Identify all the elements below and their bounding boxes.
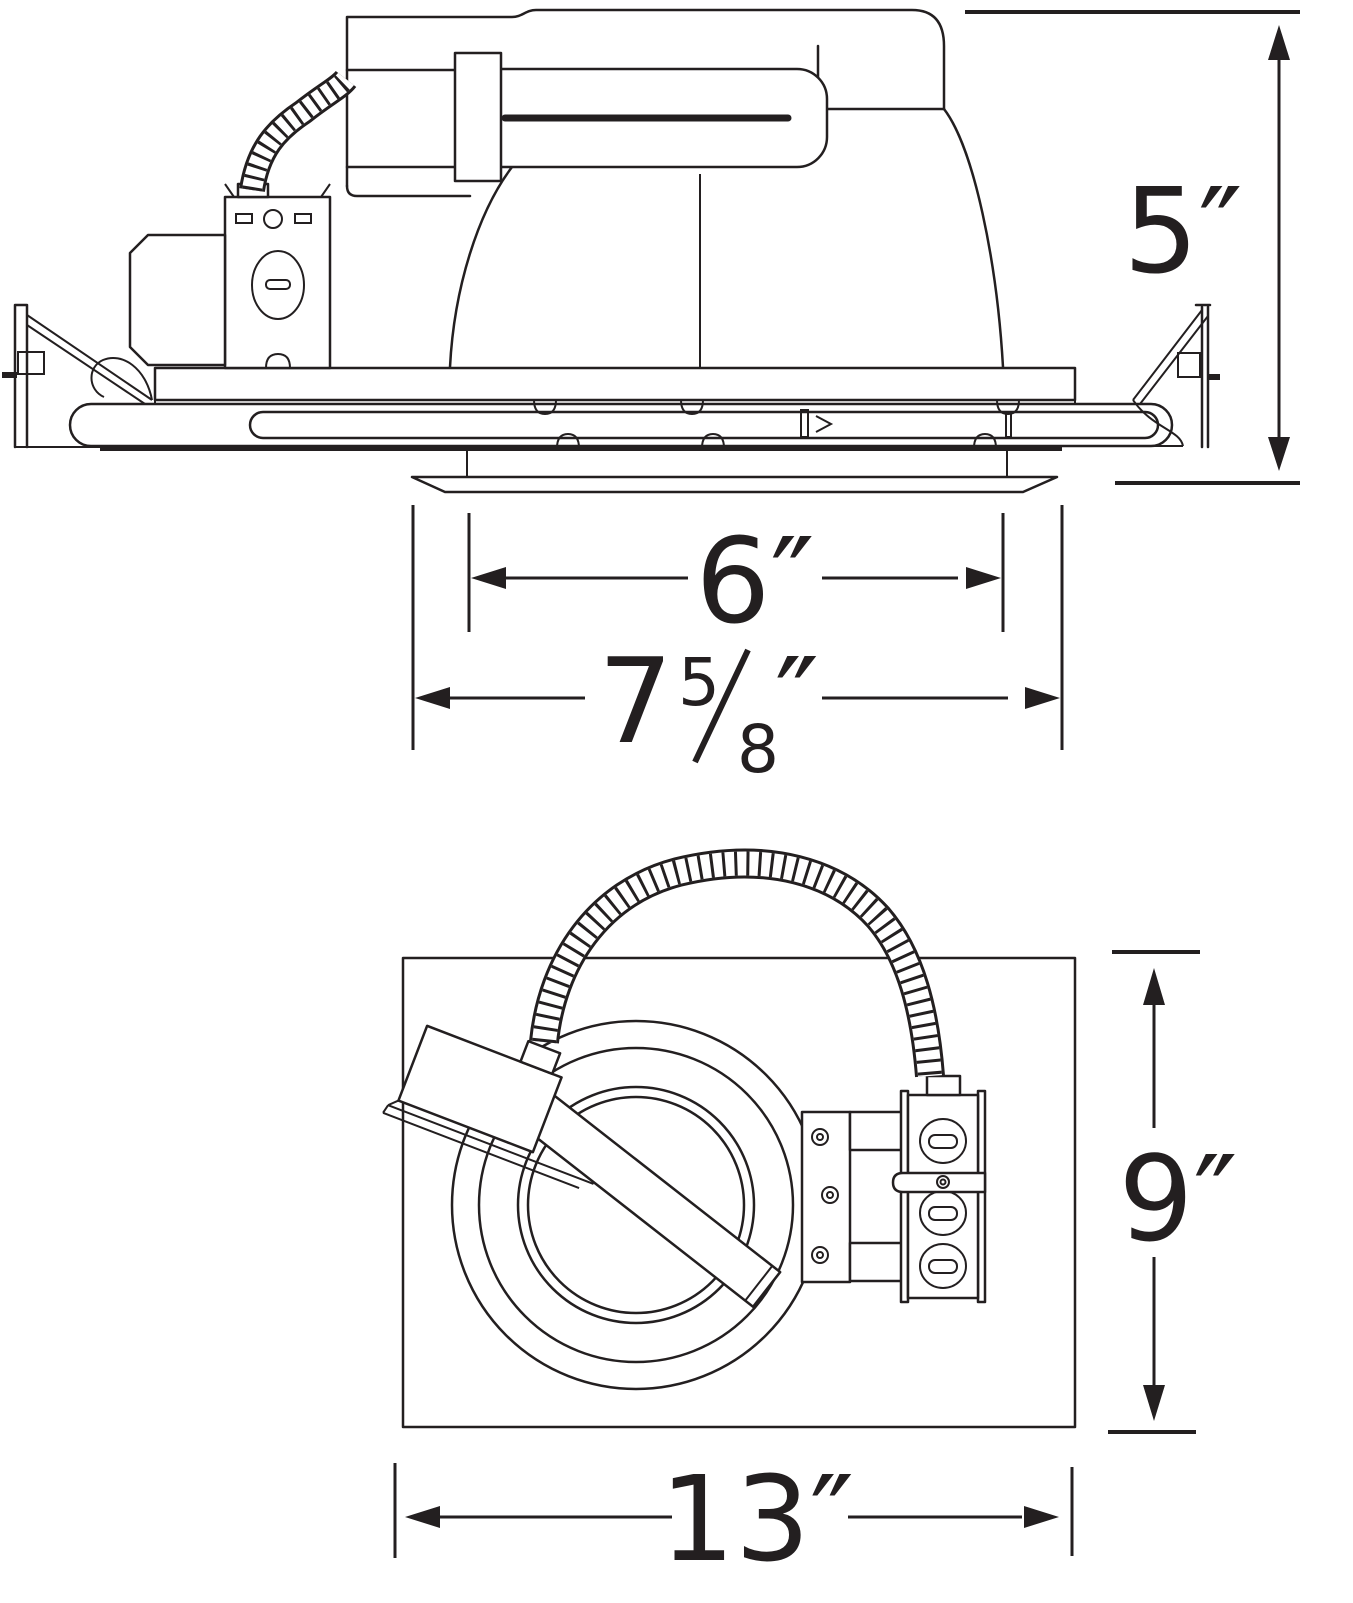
dim-5-label: 5″ xyxy=(1123,162,1242,300)
bar-arrow-mark xyxy=(815,415,834,433)
flex-conduit-side xyxy=(239,70,357,193)
knockout-circle xyxy=(263,209,283,229)
dim-758-numerator: 5 xyxy=(678,644,720,721)
dim-9in: 9″ xyxy=(1108,950,1238,1434)
hanger-bar-side xyxy=(68,402,1174,448)
dim-758-fraction-slash xyxy=(692,648,751,764)
dim-6in: 6″ xyxy=(467,512,1005,650)
trim-flange xyxy=(410,451,1059,494)
lamp-holder-bracket xyxy=(453,51,503,183)
flex-conduit-plan xyxy=(529,848,945,1078)
knockout-oval xyxy=(919,1118,967,1164)
junction-box-side xyxy=(223,182,332,370)
mounting-bracket-plan xyxy=(800,1110,904,1284)
socket-conduit-connector xyxy=(519,1039,562,1076)
dim-758-unit: ″ xyxy=(775,632,819,770)
butterfly-bracket-right xyxy=(1132,303,1220,449)
side-elevation-view xyxy=(2,8,1220,494)
bottom-plan-view xyxy=(382,848,1077,1429)
dim-13-label: 13″ xyxy=(660,1450,854,1588)
dim-7-5-8in: 7 5 8 ″ xyxy=(411,505,1064,788)
junction-box-plan xyxy=(899,1074,987,1304)
ballast xyxy=(128,233,227,367)
bar-latch xyxy=(800,409,809,438)
dim-9-label: 9″ xyxy=(1118,1130,1237,1268)
dim-6-label: 6″ xyxy=(695,512,814,650)
dim-5in: 5″ xyxy=(965,10,1300,485)
frame-clips xyxy=(520,399,1033,449)
lamp-socket xyxy=(382,1024,594,1190)
butterfly-bracket-left xyxy=(2,303,153,449)
dim-758-denominator: 8 xyxy=(737,711,779,788)
cfl-lamp xyxy=(345,51,829,183)
knockout-slot xyxy=(294,213,312,224)
mounting-pan-plan xyxy=(401,956,1077,1429)
knockout-oval xyxy=(251,250,305,320)
reflector-housing xyxy=(345,8,1005,369)
knockout-slot xyxy=(235,213,253,224)
mounting-frame-pan xyxy=(153,366,1077,402)
knockout-oval xyxy=(919,1243,967,1289)
dim-758-whole: 7 xyxy=(598,632,673,770)
ceiling-line xyxy=(100,446,1062,451)
conduit-connector-plan xyxy=(925,1074,962,1097)
hanger-bar-plan xyxy=(891,1171,987,1194)
dim-13in: 13″ xyxy=(393,1450,1074,1588)
